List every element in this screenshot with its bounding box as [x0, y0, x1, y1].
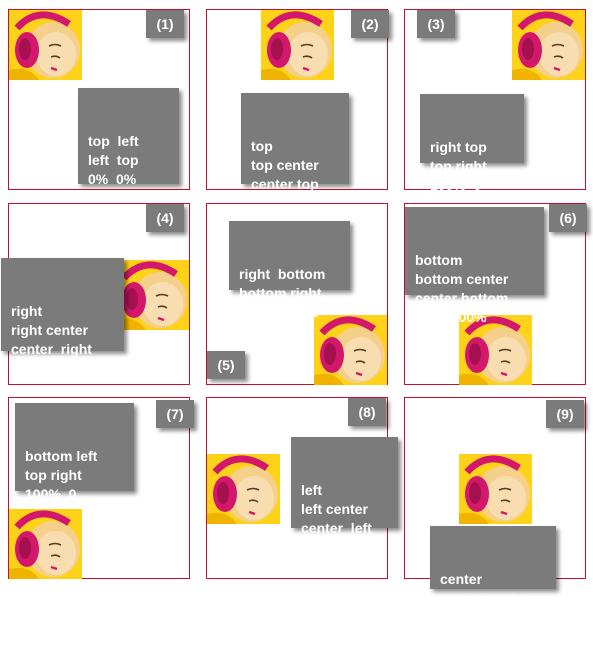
character-image [459, 454, 532, 524]
character-drawing [512, 10, 585, 80]
character-image [314, 315, 387, 385]
cell-number: (4) [146, 204, 184, 232]
cell-number: (5) [207, 351, 245, 379]
character-drawing [314, 315, 387, 385]
cell-number: (3) [417, 10, 455, 38]
character-drawing [116, 260, 189, 330]
character-drawing [261, 10, 334, 80]
cell-number: (7) [156, 400, 194, 428]
character-drawing [9, 509, 82, 579]
character-image [207, 454, 280, 524]
character-image [459, 315, 532, 385]
cell-number: (8) [348, 398, 386, 426]
character-image [9, 509, 82, 579]
cell-number: (1) [146, 10, 184, 38]
character-drawing [207, 454, 280, 524]
character-image [261, 10, 334, 80]
character-image [9, 10, 82, 80]
character-drawing [9, 10, 82, 80]
cell-number: (2) [351, 10, 389, 38]
cell-number: (6) [549, 204, 587, 232]
character-image [116, 260, 189, 330]
character-drawing [459, 315, 532, 385]
character-image [512, 10, 585, 80]
cell-number: (9) [546, 400, 584, 428]
character-drawing [459, 454, 532, 524]
